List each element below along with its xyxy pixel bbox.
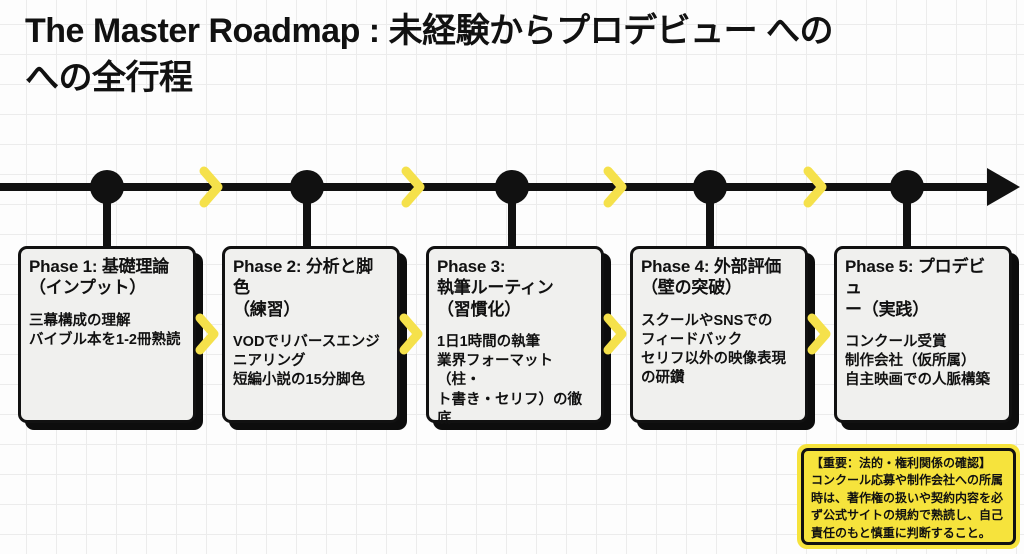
- timeline-stem: [706, 187, 714, 249]
- phase-card-body: コンクール受賞 制作会社（仮所属） 自主映画での人脈構築: [845, 334, 990, 389]
- chevron-right-icon: [807, 313, 831, 355]
- chevron-right-icon: [199, 166, 223, 208]
- phase-card-title: Phase 2: 分析と脚色 （練習）: [233, 257, 374, 319]
- phase-card-body: 三幕構成の理解 バイブル本を1-2冊熟読: [29, 312, 181, 348]
- phase-card-body: 1日1時間の執筆 業界フォーマット（柱・ ト書き・セリフ）の徹 底: [437, 334, 582, 427]
- phase-card-title: Phase 5: プロデビュ ー（実践）: [845, 257, 986, 319]
- phase-card-body: スクールやSNSでの フィードバック セリフ以外の映像表現 の研鑽: [641, 312, 786, 387]
- phase-card-1: Phase 1: 基礎理論 （インプット） 三幕構成の理解 バイブル本を1-2冊…: [18, 246, 196, 423]
- phase-card-title: Phase 3: 執筆ルーティン （習慣化）: [437, 257, 554, 319]
- phase-card-5: Phase 5: プロデビュ ー（実践） コンクール受賞 制作会社（仮所属） 自…: [834, 246, 1012, 423]
- timeline-stem: [903, 187, 911, 249]
- phase-card-title: Phase 1: 基礎理論 （インプット）: [29, 257, 170, 298]
- chevron-right-icon: [399, 313, 423, 355]
- phase-card-body: VODでリバースエンジ ニアリング 短編小説の15分脚色: [233, 334, 380, 389]
- phase-card-4: Phase 4: 外部評価 （壁の突破） スクールやSNSでの フィードバック …: [630, 246, 808, 423]
- page-title: The Master Roadmap : 未経験からプロデビュー への への全行…: [25, 12, 834, 97]
- chevron-right-icon: [401, 166, 425, 208]
- note-box-border: 【重要：法的・権利関係の確認】 コンクール応募や制作会社への所属 時は、著作権の…: [801, 448, 1016, 545]
- chevron-right-icon: [603, 313, 627, 355]
- timeline-stem: [303, 187, 311, 249]
- note-box: 【重要：法的・権利関係の確認】 コンクール応募や制作会社への所属 時は、著作権の…: [797, 444, 1020, 549]
- chevron-right-icon: [603, 166, 627, 208]
- timeline-stem: [103, 187, 111, 249]
- phase-card-3: Phase 3: 執筆ルーティン （習慣化） 1日1時間の執筆 業界フォーマット…: [426, 246, 604, 427]
- timeline-stem: [508, 187, 516, 249]
- note-text: 【重要：法的・権利関係の確認】 コンクール応募や制作会社への所属 時は、著作権の…: [811, 456, 1004, 540]
- phase-card-2: Phase 2: 分析と脚色 （練習） VODでリバースエンジ ニアリング 短編…: [222, 246, 400, 423]
- chevron-right-icon: [195, 313, 219, 355]
- chevron-right-icon: [803, 166, 827, 208]
- arrow-right-icon: [987, 168, 1020, 206]
- phase-card-title: Phase 4: 外部評価 （壁の突破）: [641, 257, 782, 298]
